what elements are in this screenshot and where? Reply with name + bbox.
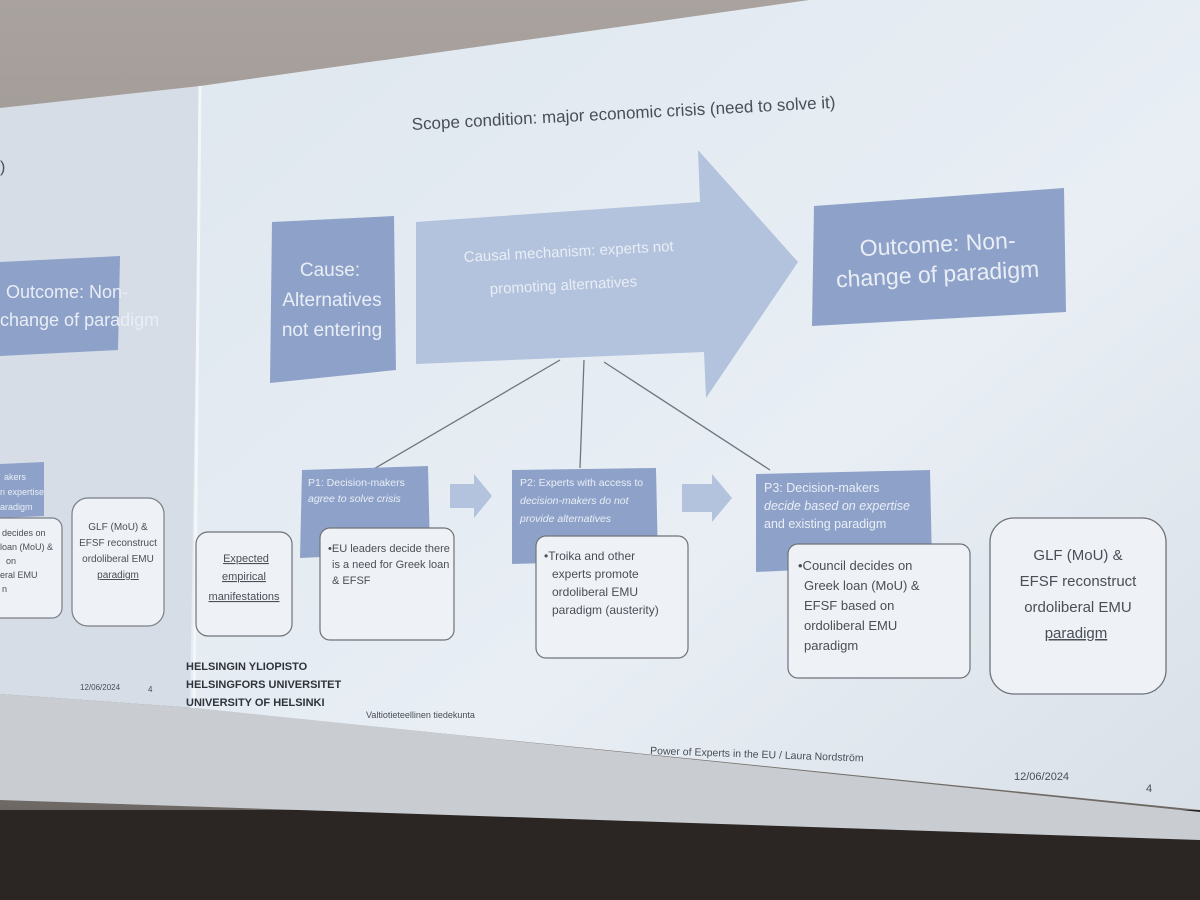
outcome-box: Outcome: Non- change of paradigm xyxy=(812,188,1066,326)
svg-text:•Troika and other: •Troika and other xyxy=(544,549,635,563)
left-page-number: 4 xyxy=(148,685,153,694)
svg-text:P2: Experts with access to: P2: Experts with access to xyxy=(520,477,643,489)
svg-text:loan (MoU) &: loan (MoU) & xyxy=(0,542,53,552)
left-manifestation-box: decides on loan (MoU) & on eral EMU n xyxy=(0,517,63,619)
svg-text:and existing paradigm: and existing paradigm xyxy=(764,517,886,531)
causal-mechanism-arrow xyxy=(416,150,798,398)
svg-text:decide based on expertise: decide based on expertise xyxy=(764,499,910,513)
left-p3-box: akers n expertise aradigm xyxy=(0,462,44,518)
mechanism-connectors xyxy=(371,359,771,471)
svg-text:•Council decides on: •Council decides on xyxy=(798,558,912,573)
svg-text:& EFSF: & EFSF xyxy=(332,575,371,587)
svg-text:Cause:: Cause: xyxy=(300,260,360,281)
svg-text:manifestations: manifestations xyxy=(209,591,280,603)
cause-box: Cause: Alternatives not entering xyxy=(270,216,396,383)
svg-text:agree to solve crisis: agree to solve crisis xyxy=(308,493,402,505)
slide-divider xyxy=(192,85,202,709)
svg-text:paradigm: paradigm xyxy=(1045,625,1108,642)
svg-text:decision-makers do not: decision-makers do not xyxy=(520,495,630,507)
svg-text:empirical: empirical xyxy=(222,571,266,583)
arrow-p1-p2 xyxy=(450,474,492,518)
slide-date: 12/06/2024 xyxy=(1014,771,1069,783)
svg-text:EFSF reconstruct: EFSF reconstruct xyxy=(1020,573,1138,590)
svg-text:n expertise: n expertise xyxy=(0,487,44,497)
svg-text:Alternatives: Alternatives xyxy=(282,290,381,311)
slide-page-number: 4 xyxy=(1146,783,1152,795)
svg-text:eral EMU: eral EMU xyxy=(0,570,38,580)
manifestation-1-box: •EU leaders decide there is a need for G… xyxy=(319,527,455,641)
manifestation-3-box: •Council decides on Greek loan (MoU) & E… xyxy=(787,543,971,679)
svg-text:paradigm (austerity): paradigm (austerity) xyxy=(552,603,659,617)
svg-text:provide alternatives: provide alternatives xyxy=(519,513,612,525)
svg-text:Outcome: Non-: Outcome: Non- xyxy=(6,282,128,302)
svg-text:experts promote: experts promote xyxy=(552,567,639,581)
svg-text:aradigm: aradigm xyxy=(0,502,33,512)
svg-text:GLF (MoU) &: GLF (MoU) & xyxy=(88,522,148,533)
svg-text:n: n xyxy=(2,584,7,594)
svg-text:Expected: Expected xyxy=(223,553,269,565)
arrow-p2-p3 xyxy=(682,474,732,522)
svg-text:HELSINGIN YLIOPISTO: HELSINGIN YLIOPISTO xyxy=(186,661,308,673)
svg-text:ordoliberal EMU: ordoliberal EMU xyxy=(1024,599,1132,616)
svg-text:ordoliberal EMU: ordoliberal EMU xyxy=(804,618,897,633)
svg-text:paradigm: paradigm xyxy=(804,638,858,653)
svg-text:akers: akers xyxy=(4,472,27,482)
university-logo-text: HELSINGIN YLIOPISTO HELSINGFORS UNIVERSI… xyxy=(186,661,342,709)
svg-text:EFSF based on: EFSF based on xyxy=(804,598,894,613)
svg-text:is a need for Greek loan: is a need for Greek loan xyxy=(332,559,449,571)
left-outcome-box: Outcome: Non- change of paradigm xyxy=(0,256,159,356)
expected-manifestations-box: Expected empirical manifestations xyxy=(195,531,293,637)
left-date: 12/06/2024 xyxy=(80,683,121,692)
screen-bottom-edge xyxy=(0,694,1200,840)
svg-text:paradigm: paradigm xyxy=(97,570,139,581)
svg-text:not entering: not entering xyxy=(282,320,382,341)
svg-text:P1: Decision-makers: P1: Decision-makers xyxy=(308,477,405,489)
svg-text:ordoliberal EMU: ordoliberal EMU xyxy=(82,554,154,565)
svg-text:EFSF reconstruct: EFSF reconstruct xyxy=(79,538,157,549)
svg-text:HELSINGFORS UNIVERSITET: HELSINGFORS UNIVERSITET xyxy=(186,679,342,691)
svg-text:UNIVERSITY OF HELSINKI: UNIVERSITY OF HELSINKI xyxy=(186,697,325,709)
svg-text:change of paradigm: change of paradigm xyxy=(0,310,159,330)
svg-text:decides on: decides on xyxy=(2,528,46,538)
svg-text:GLF (MoU) &: GLF (MoU) & xyxy=(1033,547,1122,564)
faculty-name: Valtiotieteellinen tiedekunta xyxy=(366,710,475,720)
svg-text:Greek loan (MoU) &: Greek loan (MoU) & xyxy=(804,578,920,593)
svg-text:on: on xyxy=(6,556,16,566)
manifestation-2-box: •Troika and other experts promote ordoli… xyxy=(535,535,689,659)
svg-text:P3: Decision-makers: P3: Decision-makers xyxy=(764,481,879,495)
svg-text:•EU leaders decide there: •EU leaders decide there xyxy=(328,543,450,555)
left-result-box: GLF (MoU) & EFSF reconstruct ordoliberal… xyxy=(71,497,165,627)
left-title-fragment: ) xyxy=(0,159,5,176)
result-box: GLF (MoU) & EFSF reconstruct ordoliberal… xyxy=(989,517,1167,695)
svg-text:ordoliberal EMU: ordoliberal EMU xyxy=(552,585,638,599)
